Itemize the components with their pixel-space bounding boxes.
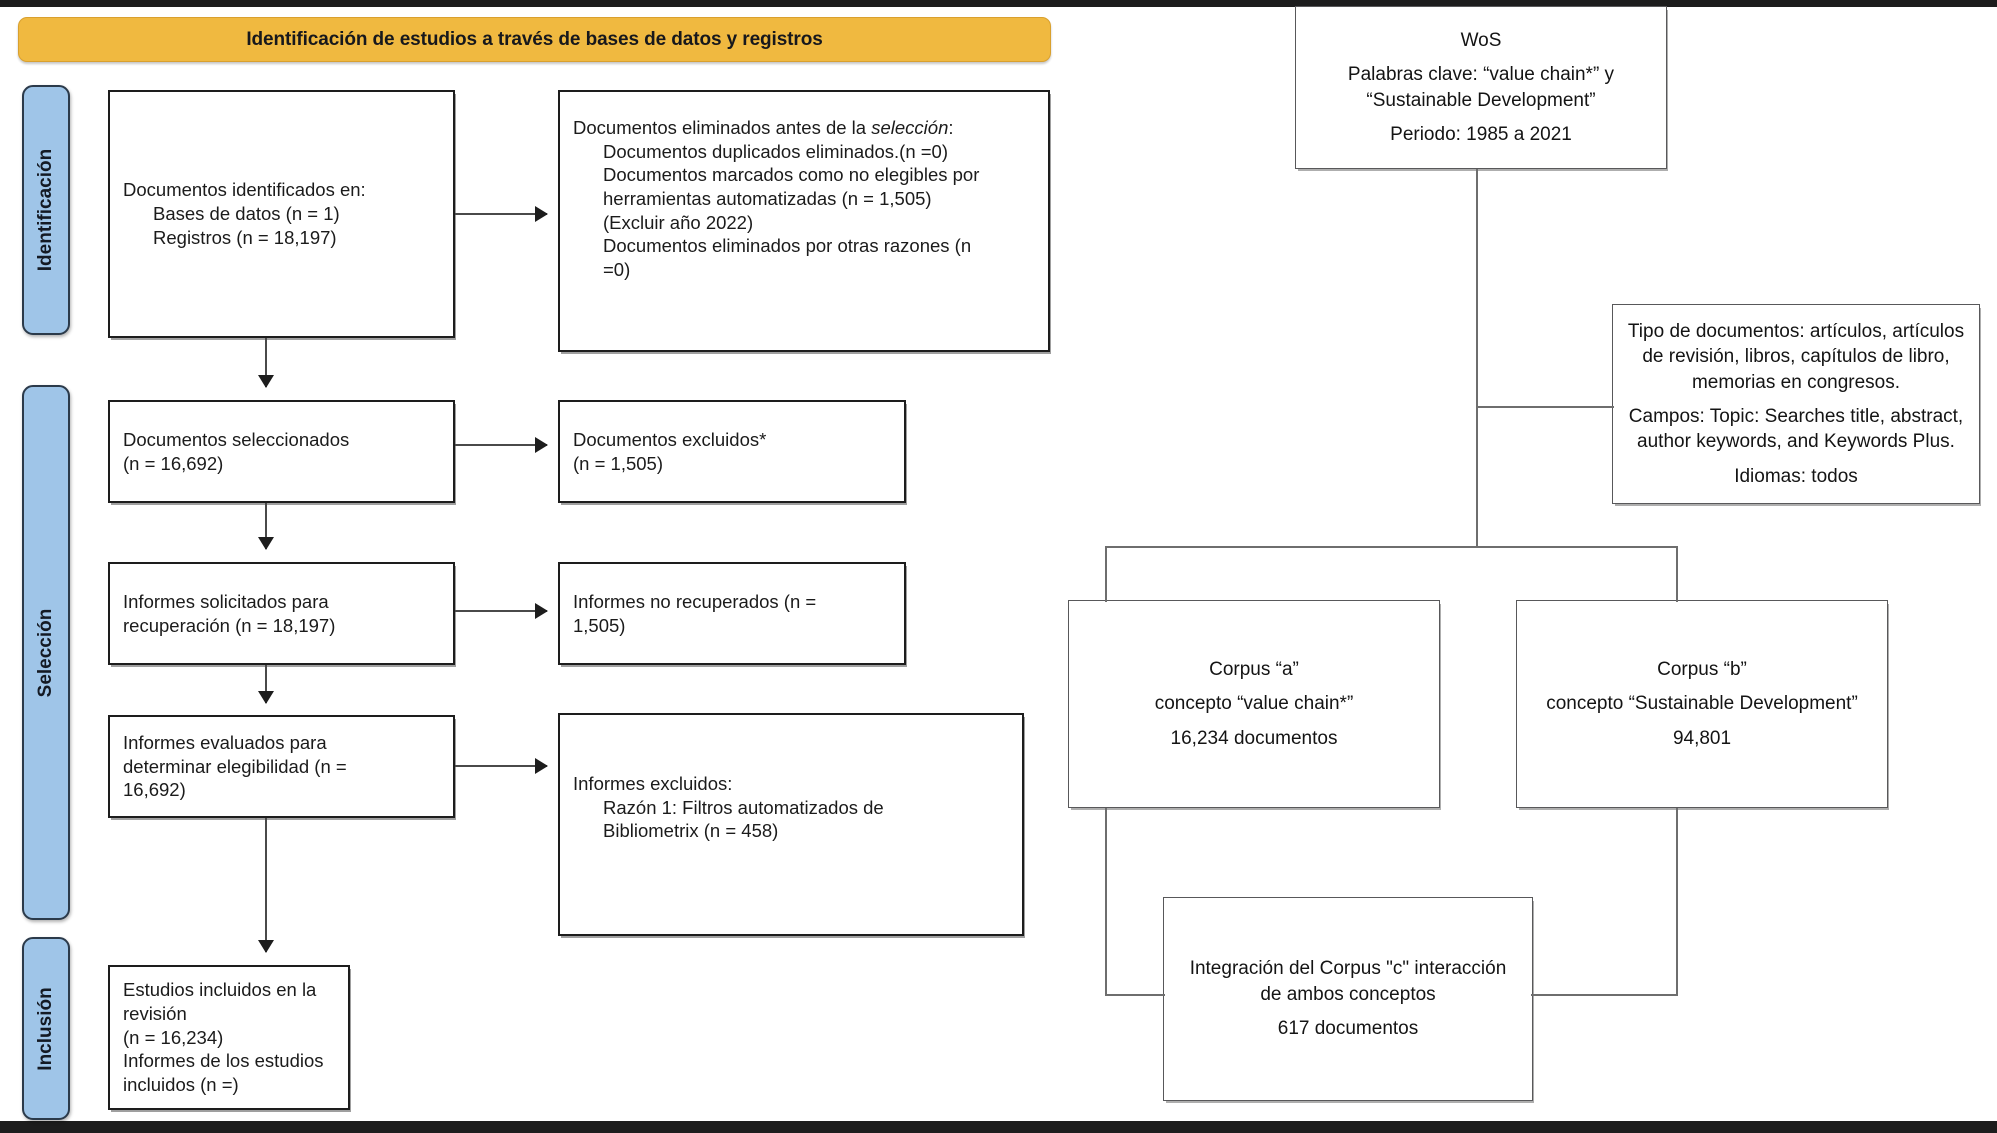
- line: Informes no recuperados (n =: [573, 590, 817, 612]
- line: concepto “Sustainable Development”: [1546, 693, 1858, 715]
- connector-corpus-b-down: [1676, 808, 1678, 995]
- stage-rail-inclusion: Inclusión: [22, 937, 70, 1120]
- stage-label-identificacion: Identificación: [35, 148, 56, 272]
- line: Registros (n = 18,197): [153, 226, 337, 248]
- line: author keywords, and Keywords Plus.: [1637, 431, 1955, 453]
- line: de revisión, libros, capítulos de libro,: [1642, 346, 1950, 368]
- arrow-solicitados-to-no-recuperados: [455, 610, 547, 612]
- line: Documentos eliminados por otras razones …: [603, 235, 972, 257]
- line: 1,505): [573, 614, 626, 636]
- line: concepto “value chain*”: [1154, 693, 1354, 715]
- line: Periodo: 1985 a 2021: [1390, 123, 1572, 145]
- line: Integración del Corpus "c" interacción: [1189, 958, 1507, 980]
- connector-wos-trunk: [1476, 169, 1478, 546]
- line: herramientas automatizadas (n = 1,505): [603, 188, 932, 210]
- line: (Excluir año 2022): [603, 211, 754, 233]
- arrow-identificados-to-eliminados: [455, 213, 547, 215]
- box-informes-evaluados: Informes evaluados para determinar elegi…: [108, 715, 455, 818]
- line: Informes excluidos:: [573, 773, 733, 794]
- line: 94,801: [1672, 727, 1732, 749]
- line: (n = 16,692): [123, 452, 224, 474]
- line: Documentos marcados como no elegibles po…: [603, 164, 980, 186]
- line: WoS: [1460, 29, 1502, 51]
- box-informes-excluidos: Informes excluidos: Razón 1: Filtros aut…: [558, 713, 1024, 936]
- line: (n = 16,234): [123, 1026, 224, 1048]
- line: Estudios incluidos en la revisión: [123, 979, 322, 1024]
- box-documentos-excluidos: Documentos excluidos* (n = 1,505): [558, 400, 906, 503]
- line: Bases de datos (n = 1): [153, 203, 340, 225]
- line: Documentos duplicados eliminados.(n =0): [603, 140, 949, 162]
- box-documentos-seleccionados: Documentos seleccionados (n = 16,692): [108, 400, 455, 503]
- line: (n = 1,505): [573, 452, 663, 474]
- line-text: Documentos eliminados antes de la: [573, 117, 872, 138]
- line: Tipo de documentos: artículos, artículos: [1627, 320, 1965, 342]
- stage-rail-identificacion: Identificación: [22, 85, 70, 335]
- line: Corpus “a”: [1209, 658, 1299, 680]
- stage-rail-seleccion: Selección: [22, 385, 70, 920]
- stage-label-seleccion: Selección: [35, 608, 56, 697]
- arrow-evaluados-to-incluidos: [265, 818, 267, 952]
- connector-split-bar: [1106, 546, 1678, 548]
- line-emphasis: selección: [871, 117, 949, 138]
- arrow-identificados-to-seleccionados: [265, 338, 267, 387]
- arrow-evaluados-to-informes-excluidos: [455, 765, 547, 767]
- line: Idiomas: todos: [1734, 465, 1858, 487]
- line: “Sustainable Development”: [1366, 89, 1596, 111]
- box-corpus-b: Corpus “b” concepto “Sustainable Develop…: [1516, 600, 1888, 808]
- line: Informes evaluados para: [123, 731, 327, 753]
- stage-label-inclusion: Inclusión: [35, 986, 56, 1071]
- connector-split-to-corpus-b: [1676, 546, 1678, 602]
- line: recuperación (n = 18,197): [123, 614, 336, 636]
- box-wos-source: WoS Palabras clave: “value chain*” y “Su…: [1295, 6, 1667, 169]
- box-corpus-c: Integración del Corpus "c" interacción d…: [1163, 897, 1533, 1101]
- arrow-solicitados-to-evaluados: [265, 665, 267, 703]
- line-suffix: :: [948, 117, 954, 138]
- line: 16,692): [123, 779, 186, 801]
- box-estudios-incluidos: Estudios incluidos en la revisión (n = 1…: [108, 965, 350, 1110]
- box-criterios-busqueda: Tipo de documentos: artículos, artículos…: [1612, 304, 1980, 504]
- identification-banner: Identificación de estudios a través de b…: [18, 17, 1051, 62]
- identification-banner-label: Identificación de estudios a través de b…: [246, 28, 823, 50]
- line: 617 documentos: [1277, 1018, 1419, 1040]
- line: Documentos identificados en:: [123, 179, 366, 201]
- line: 16,234 documentos: [1170, 727, 1338, 749]
- connector-corpus-a-to-corpus-c: [1105, 994, 1165, 996]
- line: Informes de los estudios: [123, 1050, 324, 1072]
- line: Documentos seleccionados: [123, 428, 350, 450]
- box-corpus-a: Corpus “a” concepto “value chain*” 16,23…: [1068, 600, 1440, 808]
- box-informes-solicitados: Informes solicitados para recuperación (…: [108, 562, 455, 665]
- line: memorias en congresos.: [1691, 371, 1901, 393]
- line: Bibliometrix (n = 458): [603, 820, 779, 842]
- scan-edge-top: [0, 0, 1997, 7]
- connector-trunk-to-criterios: [1476, 406, 1614, 408]
- box-documentos-identificados: Documentos identificados en: Bases de da…: [108, 90, 455, 338]
- scan-edge-bottom: [0, 1121, 1997, 1133]
- line: de ambos conceptos: [1260, 983, 1436, 1005]
- arrow-seleccionados-to-solicitados: [265, 503, 267, 549]
- line: Corpus “b”: [1657, 658, 1747, 680]
- connector-split-to-corpus-a: [1105, 546, 1107, 602]
- connector-corpus-a-down: [1105, 808, 1107, 995]
- line: Documentos eliminados antes de la selecc…: [573, 116, 1035, 140]
- line: incluidos (n =): [123, 1074, 239, 1095]
- line: Campos: Topic: Searches title, abstract,: [1628, 406, 1964, 427]
- line: =0): [603, 259, 631, 281]
- connector-corpus-b-to-corpus-c: [1531, 994, 1678, 996]
- arrow-seleccionados-to-excluidos: [455, 444, 547, 446]
- line: Documentos excluidos*: [573, 428, 767, 450]
- line: Palabras clave: “value chain*” y: [1347, 64, 1615, 86]
- line: Razón 1: Filtros automatizados de: [603, 796, 884, 818]
- box-eliminados-antes-seleccion: Documentos eliminados antes de la selecc…: [558, 90, 1050, 352]
- line: determinar elegibilidad (n =: [123, 755, 347, 777]
- box-informes-no-recuperados: Informes no recuperados (n = 1,505): [558, 562, 906, 665]
- line: Informes solicitados para: [123, 590, 329, 612]
